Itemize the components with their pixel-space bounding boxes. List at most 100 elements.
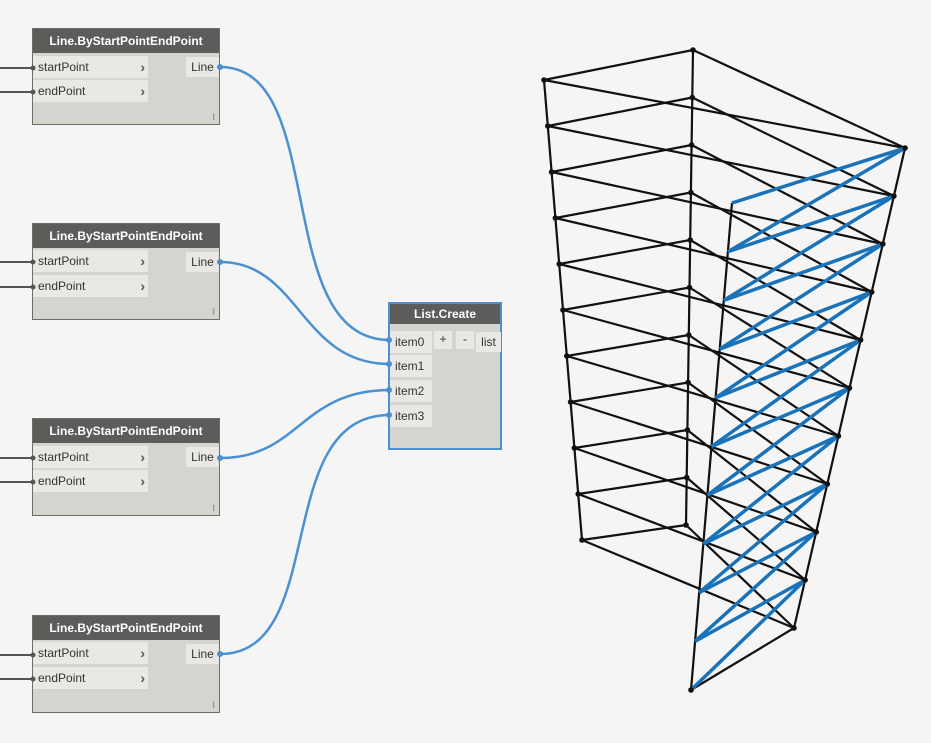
node-title[interactable]: Line.ByStartPointEndPoint — [33, 616, 219, 640]
line-output-port[interactable]: Line — [186, 57, 219, 77]
vertex-point — [824, 481, 831, 487]
chevron-right-icon: › — [140, 670, 145, 686]
chevron-right-icon: › — [140, 83, 145, 99]
chevron-right-icon: › — [140, 449, 145, 465]
end-point-port[interactable]: endPoint › — [33, 667, 148, 689]
vertex-point — [688, 142, 695, 148]
brace-line — [731, 146, 906, 205]
vertex-point — [683, 474, 690, 481]
remove-input-button[interactable]: - — [456, 331, 474, 349]
vertex-point — [686, 284, 693, 291]
ring-line — [689, 239, 862, 341]
node-title[interactable]: Line.ByStartPointEndPoint — [33, 29, 219, 53]
connector-wire-item2[interactable] — [219, 388, 391, 460]
vertex-point — [688, 189, 694, 196]
node-title[interactable]: Line.ByStartPointEndPoint — [33, 419, 219, 443]
ring-line — [555, 191, 692, 220]
brace-line — [714, 290, 873, 400]
ring-line — [558, 262, 861, 342]
port-label: startPoint — [38, 450, 89, 464]
node-title[interactable]: List.Create — [390, 304, 500, 324]
brace-line — [706, 386, 851, 497]
start-point-port[interactable]: startPoint › — [33, 446, 148, 468]
brace-line — [723, 242, 884, 303]
item2-port[interactable]: item2 — [390, 380, 432, 402]
start-point-port[interactable]: startPoint › — [33, 642, 148, 664]
line-output-port[interactable]: Line — [186, 252, 219, 272]
line-node-4[interactable]: Line.ByStartPointEndPoint startPoint › e… — [32, 615, 220, 713]
vertex-point — [552, 215, 559, 221]
brace-line — [714, 338, 862, 400]
item0-port[interactable]: item0 — [390, 331, 432, 353]
brace-line — [719, 290, 873, 351]
ring-line — [577, 492, 806, 582]
ring-line — [690, 191, 873, 293]
vertex-point — [686, 332, 692, 338]
ring-line — [690, 627, 795, 691]
start-point-port[interactable]: startPoint › — [33, 250, 148, 272]
line-node-3[interactable]: Line.ByStartPointEndPoint startPoint › e… — [32, 418, 220, 516]
ring-line — [688, 334, 840, 437]
ring-line — [578, 476, 687, 496]
ring-line — [559, 238, 691, 266]
ring-line — [574, 428, 688, 450]
vertex-point — [690, 47, 696, 53]
node-title[interactable]: Line.ByStartPointEndPoint — [33, 224, 219, 248]
ring-line — [581, 523, 687, 542]
start-point-port[interactable]: startPoint › — [33, 56, 148, 78]
ring-line — [574, 446, 817, 534]
vertex-point — [687, 237, 693, 243]
vertex-point — [902, 145, 908, 151]
vertex-point — [567, 399, 574, 405]
ring-line — [691, 144, 884, 245]
brace-line — [694, 578, 806, 643]
ring-line — [543, 48, 694, 82]
item1-port[interactable]: item1 — [390, 355, 432, 377]
brace-line — [698, 530, 818, 595]
end-point-port[interactable]: endPoint › — [33, 80, 148, 102]
port-label: startPoint — [38, 254, 89, 268]
ring-line — [566, 354, 839, 438]
line-output-port[interactable]: Line — [186, 644, 219, 664]
ring-line — [551, 143, 692, 174]
ring-line — [562, 308, 850, 390]
port-label: endPoint — [38, 279, 86, 293]
brace-line — [689, 578, 807, 692]
brace-line — [693, 530, 818, 643]
vertex-point — [579, 537, 585, 543]
connector-wire-item1[interactable] — [219, 260, 391, 366]
line-node-2[interactable]: Line.ByStartPointEndPoint startPoint › e… — [32, 223, 220, 320]
end-point-port[interactable]: endPoint › — [33, 275, 148, 297]
ring-line — [570, 381, 689, 404]
list-output-port[interactable]: list — [476, 332, 501, 352]
end-point-port[interactable]: endPoint › — [33, 470, 148, 492]
ring-line — [688, 286, 851, 389]
brace-line — [702, 434, 840, 546]
port-label: startPoint — [38, 646, 89, 660]
lacing-indicator: I — [212, 503, 215, 513]
vertex-point — [571, 445, 578, 451]
line-output-port[interactable]: Line — [186, 447, 219, 467]
brace-line — [718, 242, 884, 351]
ring-line — [581, 538, 795, 630]
item3-port[interactable]: item3 — [390, 405, 432, 427]
connector-wire-item3[interactable] — [219, 413, 391, 656]
vertex-point — [891, 193, 897, 199]
ring-line — [570, 400, 828, 486]
chevron-right-icon: › — [140, 473, 145, 489]
list-create-node[interactable]: List.Create item0 item1 item2 item3 + - … — [388, 302, 502, 450]
ring-line — [685, 524, 795, 629]
port-label: endPoint — [38, 474, 86, 488]
vertex-point — [802, 577, 808, 583]
connector-wire-item0[interactable] — [219, 65, 391, 342]
vertex-point — [683, 522, 689, 528]
vertex-point — [560, 307, 566, 313]
line-node-1[interactable]: Line.ByStartPointEndPoint startPoint › e… — [32, 28, 220, 125]
chevron-right-icon: › — [140, 59, 145, 75]
brace-line — [722, 194, 895, 302]
add-input-button[interactable]: + — [434, 331, 452, 349]
brace-line — [702, 482, 829, 546]
vertex-point — [689, 94, 696, 101]
